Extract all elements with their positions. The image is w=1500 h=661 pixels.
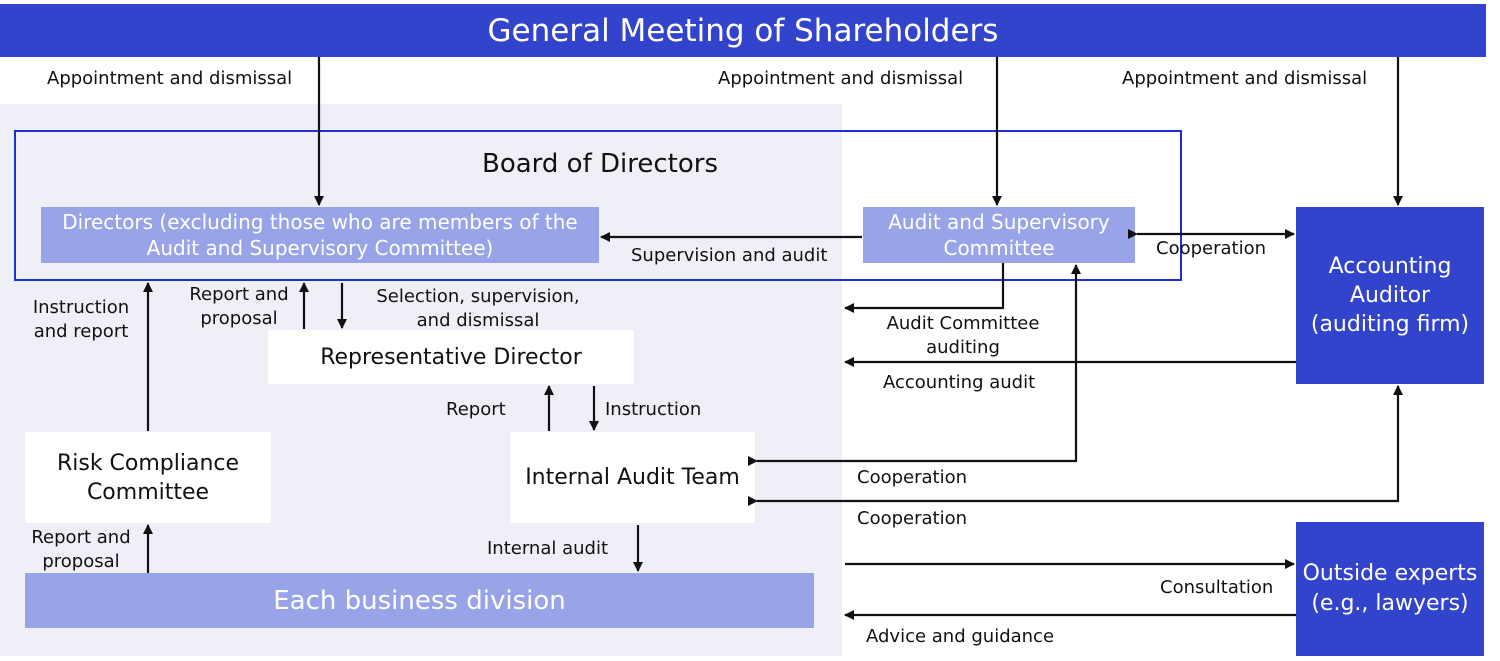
business-division-box: Each business division — [25, 573, 814, 628]
label-report: Report — [446, 399, 506, 420]
label-accounting-audit: Accounting audit — [883, 372, 1036, 393]
general-meeting-label: General Meeting of Shareholders — [487, 12, 999, 49]
label-selection: Selection, supervision, and dismissal — [376, 286, 580, 331]
label-supervision-audit: Supervision and audit — [631, 245, 828, 266]
business-division-label: Each business division — [273, 585, 566, 616]
label-internal-audit: Internal audit — [487, 538, 609, 559]
label-cooperation-top: Cooperation — [1156, 238, 1267, 259]
internal-audit-team-box: Internal Audit Team — [510, 432, 755, 523]
label-cooperation-mid: Cooperation — [857, 467, 968, 488]
label-consultation: Consultation — [1160, 577, 1274, 598]
general-meeting-box: General Meeting of Shareholders — [0, 4, 1486, 57]
directors-box: Directors (excluding those who are membe… — [41, 207, 599, 263]
outside-experts-box: Outside experts (e.g., lawyers) — [1296, 522, 1484, 656]
label-cooperation-low: Cooperation — [857, 508, 968, 529]
label-appointment-1: Appointment and dismissal — [47, 68, 293, 89]
label-audit-committee-auditing: Audit Committee auditing — [886, 313, 1040, 358]
board-of-directors-frame — [14, 130, 1182, 281]
arrow-cooperation-low — [748, 385, 1403, 506]
label-report-proposal-top: Report and proposal — [189, 284, 289, 329]
risk-compliance-committee-box: Risk Compliance Committee — [25, 432, 271, 523]
audit-committee-label: Audit and Supervisory Committee — [888, 210, 1110, 260]
label-report-proposal-bottom: Report and proposal — [31, 527, 131, 572]
label-appointment-2: Appointment and dismissal — [718, 68, 964, 89]
internal-audit-team-label: Internal Audit Team — [525, 465, 740, 490]
representative-director-box: Representative Director — [268, 330, 634, 384]
accounting-auditor-label: Accounting Auditor (auditing firm) — [1310, 254, 1470, 337]
arrow-audit-committee-auditing — [844, 263, 1005, 313]
representative-director-label: Representative Director — [320, 344, 582, 370]
label-appointment-3: Appointment and dismissal — [1122, 68, 1368, 89]
label-instruction-report: Instruction and report — [32, 297, 130, 342]
risk-compliance-committee-label: Risk Compliance Committee — [56, 450, 240, 505]
accounting-auditor-box: Accounting Auditor (auditing firm) — [1296, 207, 1484, 384]
outside-experts-label: Outside experts (e.g., lawyers) — [1302, 561, 1478, 616]
directors-label: Directors (excluding those who are membe… — [62, 210, 578, 260]
label-instruction: Instruction — [605, 399, 702, 420]
label-advice-guidance: Advice and guidance — [866, 626, 1055, 647]
board-of-directors-title: Board of Directors — [482, 149, 718, 179]
audit-committee-box: Audit and Supervisory Committee — [863, 207, 1135, 263]
